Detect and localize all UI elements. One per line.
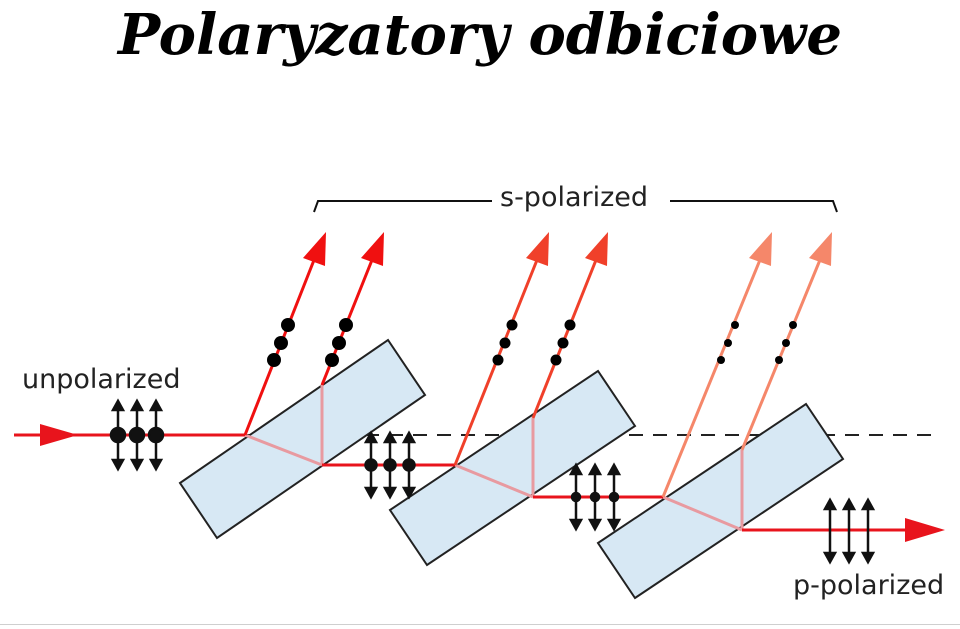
glass-plate-2 bbox=[388, 369, 637, 567]
reflected-arrow-icon bbox=[749, 232, 772, 266]
unpolarized-label: unpolarized bbox=[22, 364, 180, 395]
refracted-paths bbox=[244, 385, 744, 532]
glass-plate-1 bbox=[178, 338, 427, 540]
reflected-arrow-icon bbox=[361, 232, 384, 266]
reflected-beams-stage-3 bbox=[661, 254, 824, 498]
output-arrow-icon bbox=[905, 518, 945, 542]
reflected-arrow-icon bbox=[303, 232, 326, 266]
reflected-arrow-icon bbox=[585, 232, 608, 266]
page-title: Polaryzatory odbiciowe bbox=[118, 2, 842, 68]
unpolarized-symbol bbox=[109, 398, 165, 472]
input-arrow-icon bbox=[40, 424, 78, 446]
bottom-divider bbox=[0, 624, 960, 625]
partial-polarization-symbol-2 bbox=[568, 462, 622, 532]
reflected-arrow-icon bbox=[526, 232, 549, 266]
s-polarized-label: s-polarized bbox=[500, 182, 648, 213]
s-polarized-bracket bbox=[313, 200, 838, 213]
p-polarized-label: p-polarized bbox=[793, 570, 944, 601]
p-polarization-symbol bbox=[822, 497, 876, 565]
glass-plate-3 bbox=[596, 402, 845, 600]
partial-polarization-symbol-1 bbox=[363, 430, 417, 500]
s-polarization-dots bbox=[267, 318, 797, 367]
reflected-arrow-icon bbox=[809, 232, 832, 266]
